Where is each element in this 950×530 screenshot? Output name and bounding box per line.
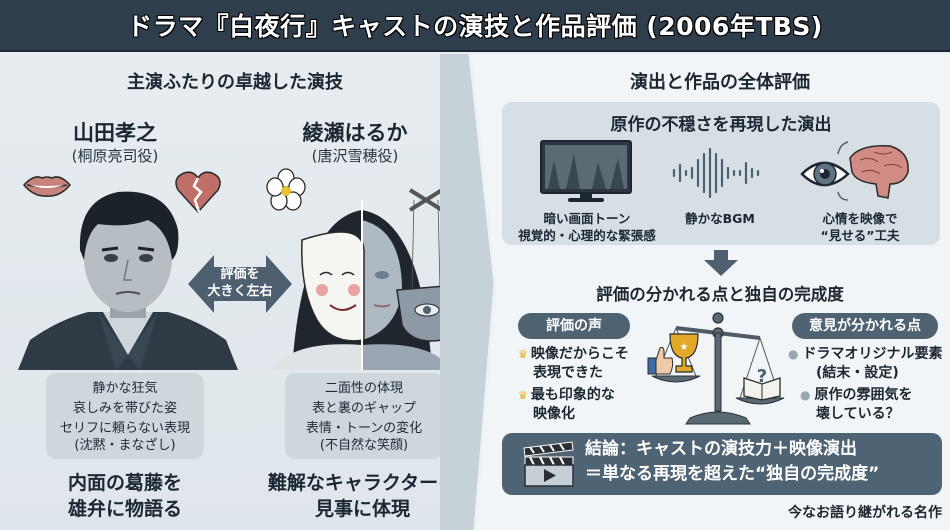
- balance-scale-icon: ★ ?: [647, 312, 785, 425]
- evaluation-title: 評価の分かれる点と独自の完成度: [596, 285, 844, 304]
- crown-icon: ♛: [518, 389, 528, 402]
- down-arrow-icon: [704, 250, 738, 276]
- actor-name-ayase: 綾瀬はるか: [302, 121, 408, 145]
- portrait-yamada: [18, 191, 238, 370]
- svg-text:?: ?: [757, 366, 767, 387]
- actor-role-yamada: (桐原亮司役): [71, 147, 159, 165]
- header-bar: ドラマ『白夜行』キャストの演技と作品評価 (2006年TBS): [0, 0, 950, 52]
- divided-label: 意見が分かれる点: [792, 313, 938, 339]
- double-arrow-icon: [188, 255, 292, 313]
- conclusion-box: [502, 433, 942, 495]
- flower-icon: [266, 168, 306, 211]
- trait-box-ayase: 二面性の体現 表と裏のギャップ 表情・トーンの変化 (不自然な笑顔): [285, 373, 443, 459]
- arrow-label: 評価を 大きく左右: [207, 267, 273, 299]
- divided-item-2: ●原作の雰囲気を 壊している？: [800, 387, 913, 422]
- praise-label: 評価の声: [518, 313, 630, 339]
- svg-text:★: ★: [680, 342, 689, 353]
- right-section-title: 演出と作品の全体評価: [630, 72, 810, 93]
- page-title: ドラマ『白夜行』キャストの演技と作品評価 (2006年TBS): [127, 12, 823, 41]
- summary-ayase: 難解なキャラクターを 見事に体現: [267, 472, 458, 520]
- trait-box-yamada: 静かな狂気 哀しみを帯びた姿 セリフに頼らない表現 (沈黙・まなざし): [46, 373, 204, 459]
- caption-dark-tone: 暗い画面トーン 視覚的・心理的な緊張感: [518, 211, 656, 243]
- caption-show-emotion: 心情を映像で “見せる”工夫: [820, 211, 900, 243]
- conclusion-text: 結論：キャストの演技力＋映像演出 ＝単なる再現を超えた“独自の完成度”: [585, 439, 880, 484]
- broken-heart-icon: [175, 171, 221, 214]
- clapperboard-icon: [523, 441, 574, 487]
- actor-role-ayase: (唐沢雪穂役): [311, 147, 399, 165]
- summary-yamada: 内面の葛藤を 雄弁に物語る: [67, 472, 182, 520]
- lips-icon: [23, 176, 71, 197]
- eye-brain-icon: [800, 141, 909, 201]
- divided-item-1: ●ドラマオリジナル要素 (結末・設定): [788, 346, 943, 381]
- tv-icon: [540, 140, 632, 202]
- portrait-ayase: [272, 188, 459, 370]
- praise-item-2: ♛最も印象的な 映像化: [518, 387, 615, 422]
- footer-note: 今なお語り継がれる名作: [788, 505, 942, 521]
- actor-name-yamada: 山田孝之: [73, 121, 157, 145]
- caption-quiet-bgm: 静かなBGM: [685, 211, 755, 226]
- bullet-icon: ●: [800, 388, 811, 402]
- bullet-icon: ●: [788, 347, 799, 361]
- left-section-title: 主演ふたりの卓越した演技: [127, 72, 343, 93]
- direction-box-title: 原作の不穏さを再現した演出: [610, 115, 832, 135]
- crown-icon: ♛: [518, 348, 528, 361]
- praise-item-1: ♛映像だからこそ 表現できた: [518, 346, 629, 381]
- soundwave-icon: [672, 148, 760, 198]
